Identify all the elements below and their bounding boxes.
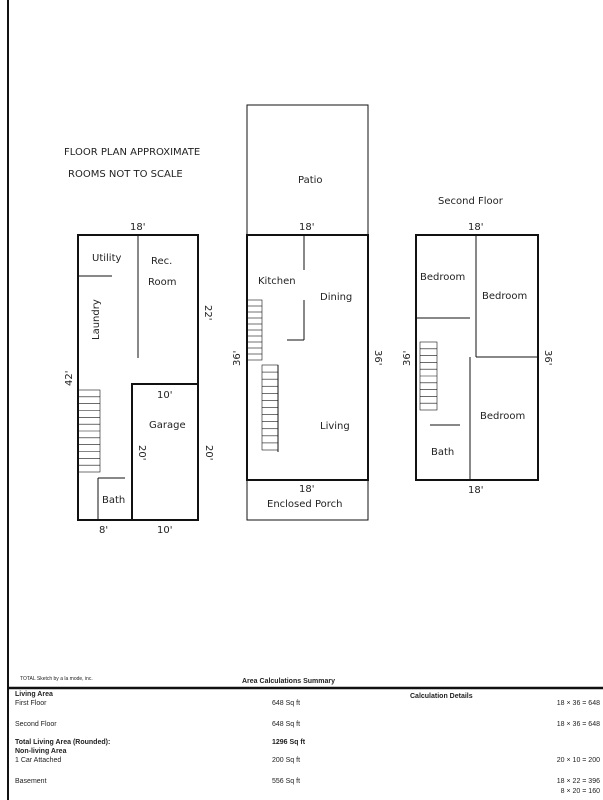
stairs-icon — [77, 389, 101, 473]
note-1: FLOOR PLAN APPROXIMATE — [64, 147, 200, 158]
room-bedroom: Bedroom — [480, 411, 525, 422]
dim-label: 18' — [468, 222, 483, 233]
room-utility: Utility — [92, 253, 121, 264]
basement-plan: 18' Utility Rec. Room Laundry 22' 42' 10… — [64, 222, 214, 536]
dim-label: 20' — [136, 445, 147, 460]
dim-label: 18' — [299, 222, 314, 233]
room-kitchen: Kitchen — [258, 276, 296, 287]
dim-label: 22' — [202, 305, 213, 320]
second-floor-plan: Second Floor 18' Bedroom Bedroom Bedroom… — [402, 196, 553, 496]
dim-label: 8' — [99, 525, 108, 536]
room-bath: Bath — [431, 447, 454, 458]
room-bedroom: Bedroom — [482, 291, 527, 302]
room-bath: Bath — [102, 495, 125, 506]
dim-label: 20' — [203, 445, 214, 460]
room-dining: Dining — [320, 292, 352, 303]
stairs-icon — [246, 299, 263, 361]
note-2: ROOMS NOT TO SCALE — [68, 169, 183, 180]
dim-label: 36' — [402, 351, 413, 366]
room-rec-2: Room — [148, 277, 176, 288]
dim-label: 10' — [157, 525, 172, 536]
total-value: 1296 Sq ft — [272, 739, 306, 746]
room-garage: Garage — [149, 420, 186, 431]
dim-label: 42' — [64, 371, 75, 386]
dim-label: 18' — [130, 222, 145, 233]
dim-label: 18' — [468, 485, 483, 496]
living-header: Living Area — [15, 691, 53, 698]
room-rec-1: Rec. — [151, 256, 172, 267]
first-floor-plan: Patio 18' Kitchen Dining Living 36' 36' … — [232, 104, 383, 521]
dim-label: 18' — [299, 484, 314, 495]
room-bedroom: Bedroom — [420, 272, 465, 283]
room-porch: Enclosed Porch — [267, 499, 342, 510]
room-patio: Patio — [298, 175, 323, 186]
stairs-icon — [419, 341, 438, 411]
room-living: Living — [320, 421, 350, 432]
calc-detail: 8 × 20 = 160 — [560, 788, 600, 795]
room-laundry: Laundry — [91, 299, 102, 340]
floor-title: Second Floor — [438, 196, 504, 207]
details-header: Calculation Details — [410, 693, 473, 700]
credit: TOTAL Sketch by a la mode, inc. — [20, 676, 93, 682]
dim-label: 36' — [232, 351, 243, 366]
dim-label: 36' — [372, 350, 383, 365]
stairs-icon — [261, 364, 279, 451]
area-summary: TOTAL Sketch by a la mode, inc. Area Calc… — [10, 676, 603, 800]
summary-title: Area Calculations Summary — [242, 678, 335, 685]
total-label: Total Living Area (Rounded): — [15, 739, 111, 746]
dim-label: 10' — [157, 390, 172, 401]
dim-label: 36' — [542, 350, 553, 365]
nonliving-header: Non-living Area — [15, 748, 67, 755]
